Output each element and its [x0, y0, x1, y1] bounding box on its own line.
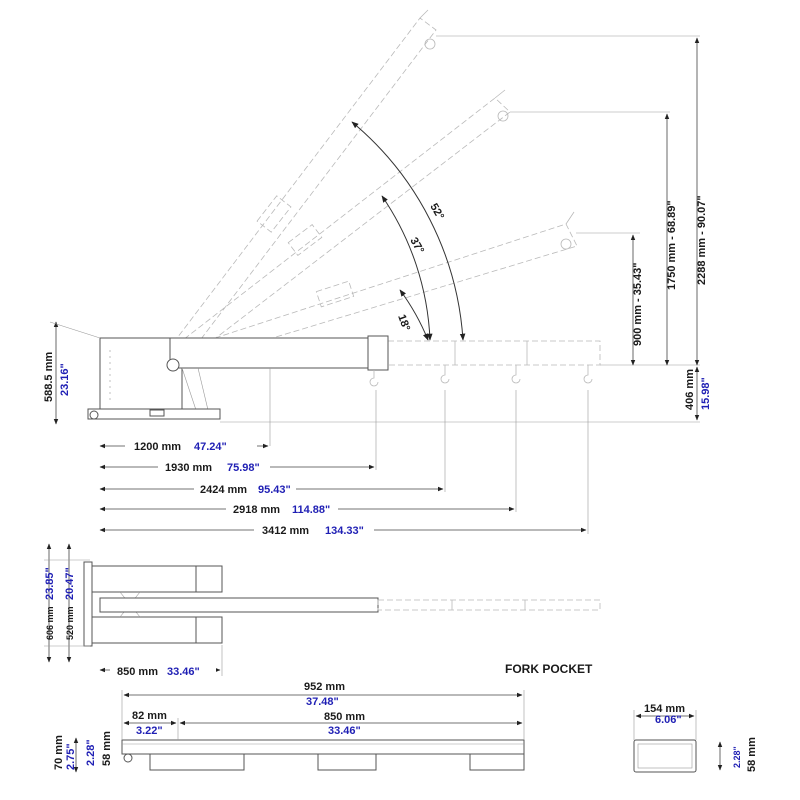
top-length-in: 33.46" — [167, 666, 200, 678]
top-inner-mm: 520 mm — [65, 606, 75, 640]
fork-section-width-mm: 154 mm — [644, 703, 685, 715]
mast-plate — [99, 337, 183, 411]
vertical-dimensions — [220, 35, 700, 423]
base-height-in: 15.98" — [700, 377, 712, 410]
hook-icons — [440, 365, 593, 384]
fork-section-height-mm: 58 mm — [746, 737, 758, 772]
reach-3412-in: 134.33" — [325, 525, 364, 537]
fork-h58-mm: 58 mm — [101, 731, 113, 766]
fork-total-in: 37.48" — [306, 696, 339, 708]
boom-extension-ghost — [387, 340, 601, 366]
mast-height-in: 23.16" — [59, 363, 71, 396]
angle-arcs — [351, 121, 466, 341]
main-boom — [169, 337, 389, 369]
hook-icon — [369, 370, 379, 387]
reach-1200-in: 47.24" — [194, 441, 227, 453]
reach-1930-mm: 1930 mm — [165, 462, 212, 474]
boom-ghost-52 — [167, 9, 437, 365]
angle-arc-52 — [351, 121, 466, 341]
fork-h58-in: 2.28" — [85, 739, 97, 766]
fork-h70-in: 2.75" — [65, 743, 77, 770]
fork-h70-mm: 70 mm — [53, 735, 65, 770]
reach-1200-mm: 1200 mm — [134, 441, 181, 453]
fork-pocket-beam — [121, 739, 525, 755]
vertical-dim-2288: 2288 mm - 90.07" — [696, 195, 708, 285]
top-outer-mm: 606 mm — [45, 606, 55, 640]
boom-collar — [367, 335, 389, 371]
crane-top-view — [83, 561, 601, 647]
top-inner-in: 20.47" — [64, 567, 76, 600]
boom-top-view — [99, 597, 379, 613]
base-height-mm: 406 mm — [684, 369, 696, 410]
crane-side-view — [87, 335, 389, 420]
mast-height-mm: 588.5 mm — [43, 352, 55, 402]
boom-extension-top — [377, 599, 601, 611]
top-length-mm: 850 mm — [117, 666, 158, 678]
angle-label-52: 52° — [427, 202, 446, 222]
fork-total-mm: 952 mm — [304, 681, 345, 693]
top-outer-in: 23.85" — [44, 567, 56, 600]
fork-offset-mm: 82 mm — [132, 710, 167, 722]
fork-offset-in: 3.22" — [136, 725, 163, 737]
fork-pocket-view — [121, 739, 525, 771]
reach-2424-in: 95.43" — [258, 484, 291, 496]
fork-section-outline — [633, 739, 697, 773]
vertical-dim-900: 900 mm - 35.43" — [632, 263, 644, 347]
wheel-icon — [89, 410, 99, 420]
reach-2918-in: 114.88" — [292, 504, 330, 516]
reach-2424-mm: 2424 mm — [200, 484, 247, 496]
vertical-dim-1750: 1750 mm - 68.89" — [666, 200, 678, 290]
reach-3412-mm: 3412 mm — [262, 525, 309, 537]
fork-length-mm: 850 mm — [324, 711, 365, 723]
fork-pocket-title: FORK POCKET — [505, 662, 593, 676]
fork-section-height-in: 2.28" — [732, 746, 742, 768]
angle-label-37: 37° — [407, 236, 426, 256]
boom-ghost-37 — [169, 89, 511, 365]
pivot-pin — [166, 358, 180, 372]
ghost-boom-positions — [167, 9, 601, 384]
angle-label-18: 18° — [395, 313, 412, 333]
fork-length-in: 33.46" — [328, 725, 361, 737]
reach-2918-mm: 2918 mm — [233, 504, 280, 516]
fork-pocket-section — [633, 739, 697, 773]
reach-1930-in: 75.98" — [227, 462, 260, 474]
fork-section-width-in: 6.06" — [655, 714, 682, 726]
